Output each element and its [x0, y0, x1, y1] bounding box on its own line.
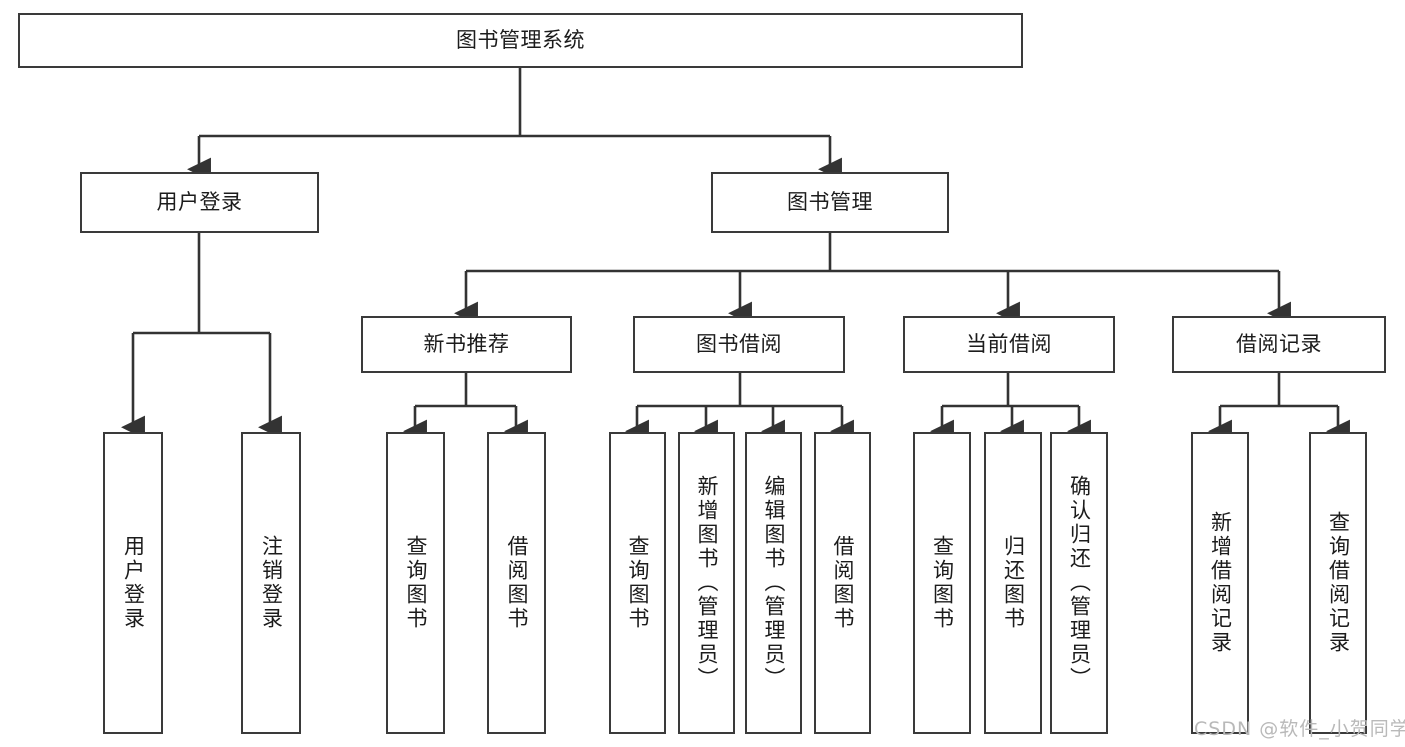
node-book-borrow[interactable]: 图书借阅	[633, 316, 845, 373]
node-leaf-add-record-label: 新增借阅记录	[1208, 511, 1233, 655]
node-leaf-add-record[interactable]: 新增借阅记录	[1191, 432, 1249, 734]
node-leaf-edit-book-label: 编辑图书（管理员）	[761, 475, 786, 691]
node-root[interactable]: 图书管理系统	[18, 13, 1023, 68]
node-leaf-user-login[interactable]: 用户登录	[103, 432, 163, 734]
node-borrow-record-label: 借阅记录	[1236, 332, 1322, 357]
node-leaf-query-record[interactable]: 查询借阅记录	[1309, 432, 1367, 734]
node-leaf-confirm-return-label: 确认归还（管理员）	[1067, 475, 1092, 691]
node-root-label: 图书管理系统	[456, 28, 585, 53]
node-leaf-confirm-return[interactable]: 确认归还（管理员）	[1050, 432, 1108, 734]
node-book-borrow-label: 图书借阅	[696, 332, 782, 357]
node-leaf-add-book[interactable]: 新增图书（管理员）	[678, 432, 735, 734]
node-leaf-return-book[interactable]: 归还图书	[984, 432, 1042, 734]
node-leaf-borrow-book-2-label: 借阅图书	[830, 535, 855, 631]
node-current-borrow-label: 当前借阅	[966, 332, 1052, 357]
node-borrow-record[interactable]: 借阅记录	[1172, 316, 1386, 373]
node-user-login[interactable]: 用户登录	[80, 172, 319, 233]
node-leaf-query-record-label: 查询借阅记录	[1326, 511, 1351, 655]
node-leaf-borrow-book-1-label: 借阅图书	[504, 535, 529, 631]
node-leaf-logout-label: 注销登录	[259, 535, 284, 631]
node-leaf-query-book-2-label: 查询图书	[625, 535, 650, 631]
node-leaf-query-book-3[interactable]: 查询图书	[913, 432, 971, 734]
node-leaf-borrow-book-1[interactable]: 借阅图书	[487, 432, 546, 734]
node-user-login-label: 用户登录	[156, 190, 243, 215]
node-leaf-query-book-2[interactable]: 查询图书	[609, 432, 666, 734]
node-book-manage-label: 图书管理	[787, 190, 873, 215]
node-new-book-rec-label: 新书推荐	[423, 332, 510, 357]
csdn-watermark: CSDN @软件_小贺同学	[1194, 718, 1405, 740]
node-new-book-rec[interactable]: 新书推荐	[361, 316, 572, 373]
node-leaf-user-login-label: 用户登录	[121, 535, 146, 631]
node-book-manage[interactable]: 图书管理	[711, 172, 949, 233]
node-leaf-logout[interactable]: 注销登录	[241, 432, 301, 734]
node-leaf-return-book-label: 归还图书	[1001, 535, 1026, 631]
node-leaf-query-book-1-label: 查询图书	[403, 535, 428, 631]
node-current-borrow[interactable]: 当前借阅	[903, 316, 1115, 373]
node-leaf-edit-book[interactable]: 编辑图书（管理员）	[745, 432, 802, 734]
node-leaf-query-book-3-label: 查询图书	[930, 535, 955, 631]
node-leaf-add-book-label: 新增图书（管理员）	[694, 475, 719, 691]
node-leaf-borrow-book-2[interactable]: 借阅图书	[814, 432, 871, 734]
node-leaf-query-book-1[interactable]: 查询图书	[386, 432, 445, 734]
